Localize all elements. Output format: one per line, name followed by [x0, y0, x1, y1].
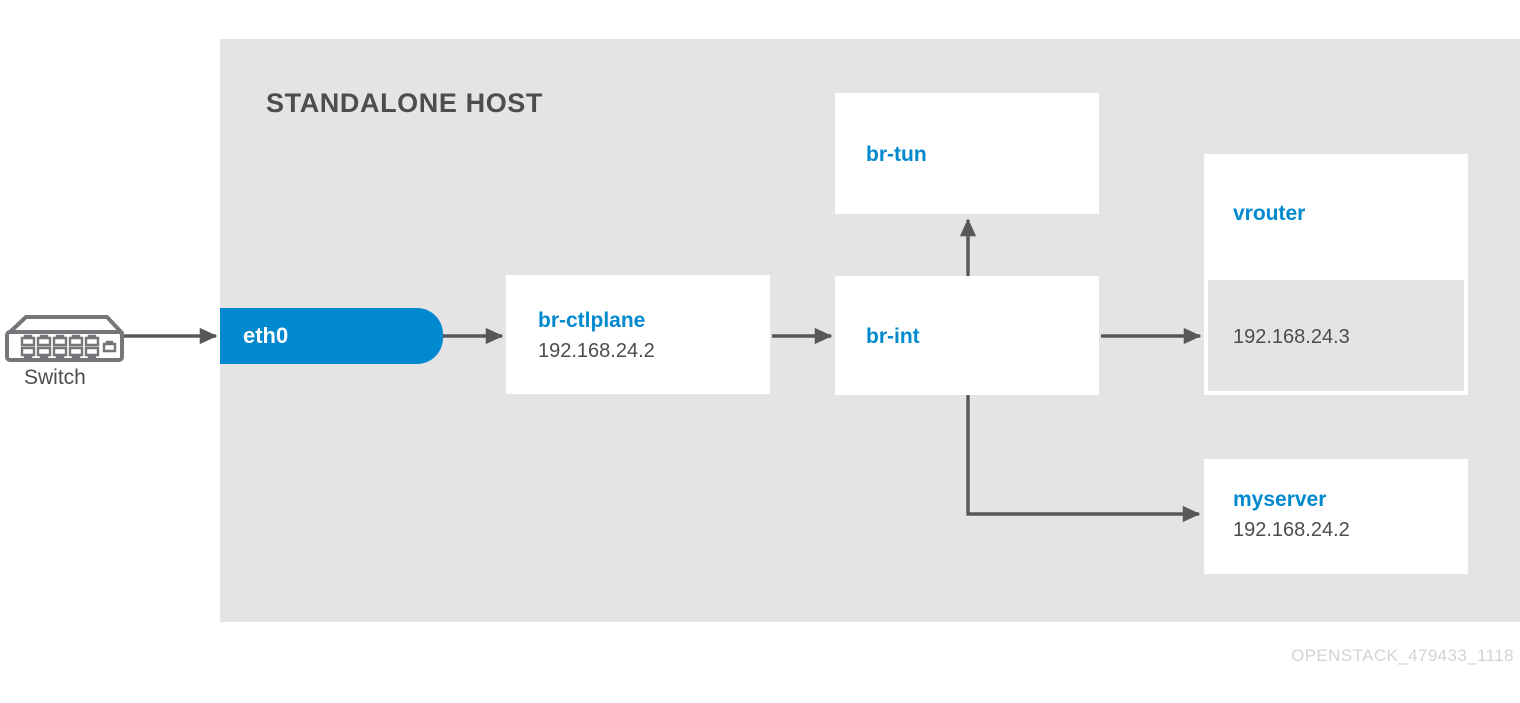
node-eth0[interactable] [220, 308, 443, 364]
node-br-tun[interactable] [835, 93, 1099, 214]
node-br-tun-label: br-tun [866, 143, 927, 166]
node-eth0-label: eth0 [243, 323, 289, 348]
node-br-ctlplane[interactable] [506, 275, 770, 394]
network-switch-icon [5, 315, 124, 362]
node-br-int[interactable] [835, 276, 1099, 395]
node-myserver[interactable] [1204, 459, 1468, 574]
node-br-ctlplane-label: br-ctlplane [538, 309, 646, 332]
node-br-ctlplane-ip: 192.168.24.2 [538, 340, 655, 362]
switch-label: Switch [24, 366, 86, 389]
node-vrouter-label: vrouter [1233, 202, 1306, 225]
document-id-footer: OPENSTACK_479433_1118 [1291, 646, 1514, 665]
node-vrouter-ip: 192.168.24.3 [1233, 326, 1350, 348]
host-panel-title: STANDALONE HOST [266, 88, 543, 118]
switch-node [4, 306, 124, 371]
node-br-int-label: br-int [866, 325, 920, 348]
node-vrouter-inner-panel [1208, 280, 1464, 391]
node-myserver-ip: 192.168.24.2 [1233, 519, 1350, 541]
node-myserver-label: myserver [1233, 488, 1327, 511]
